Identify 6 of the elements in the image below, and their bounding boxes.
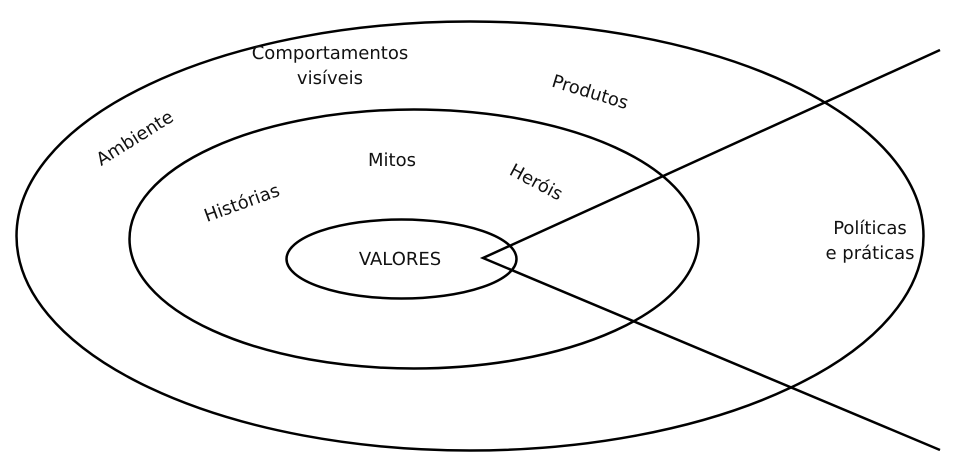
ellipse-layer [285, 218, 518, 300]
layer-label: VALORES [358, 248, 442, 272]
layer-label: Mitos [367, 148, 417, 172]
layer-label: Comportamentos visíveis [250, 42, 410, 91]
sector-label: Políticas e práticas [825, 217, 915, 266]
ellipse-layer [15, 20, 925, 452]
